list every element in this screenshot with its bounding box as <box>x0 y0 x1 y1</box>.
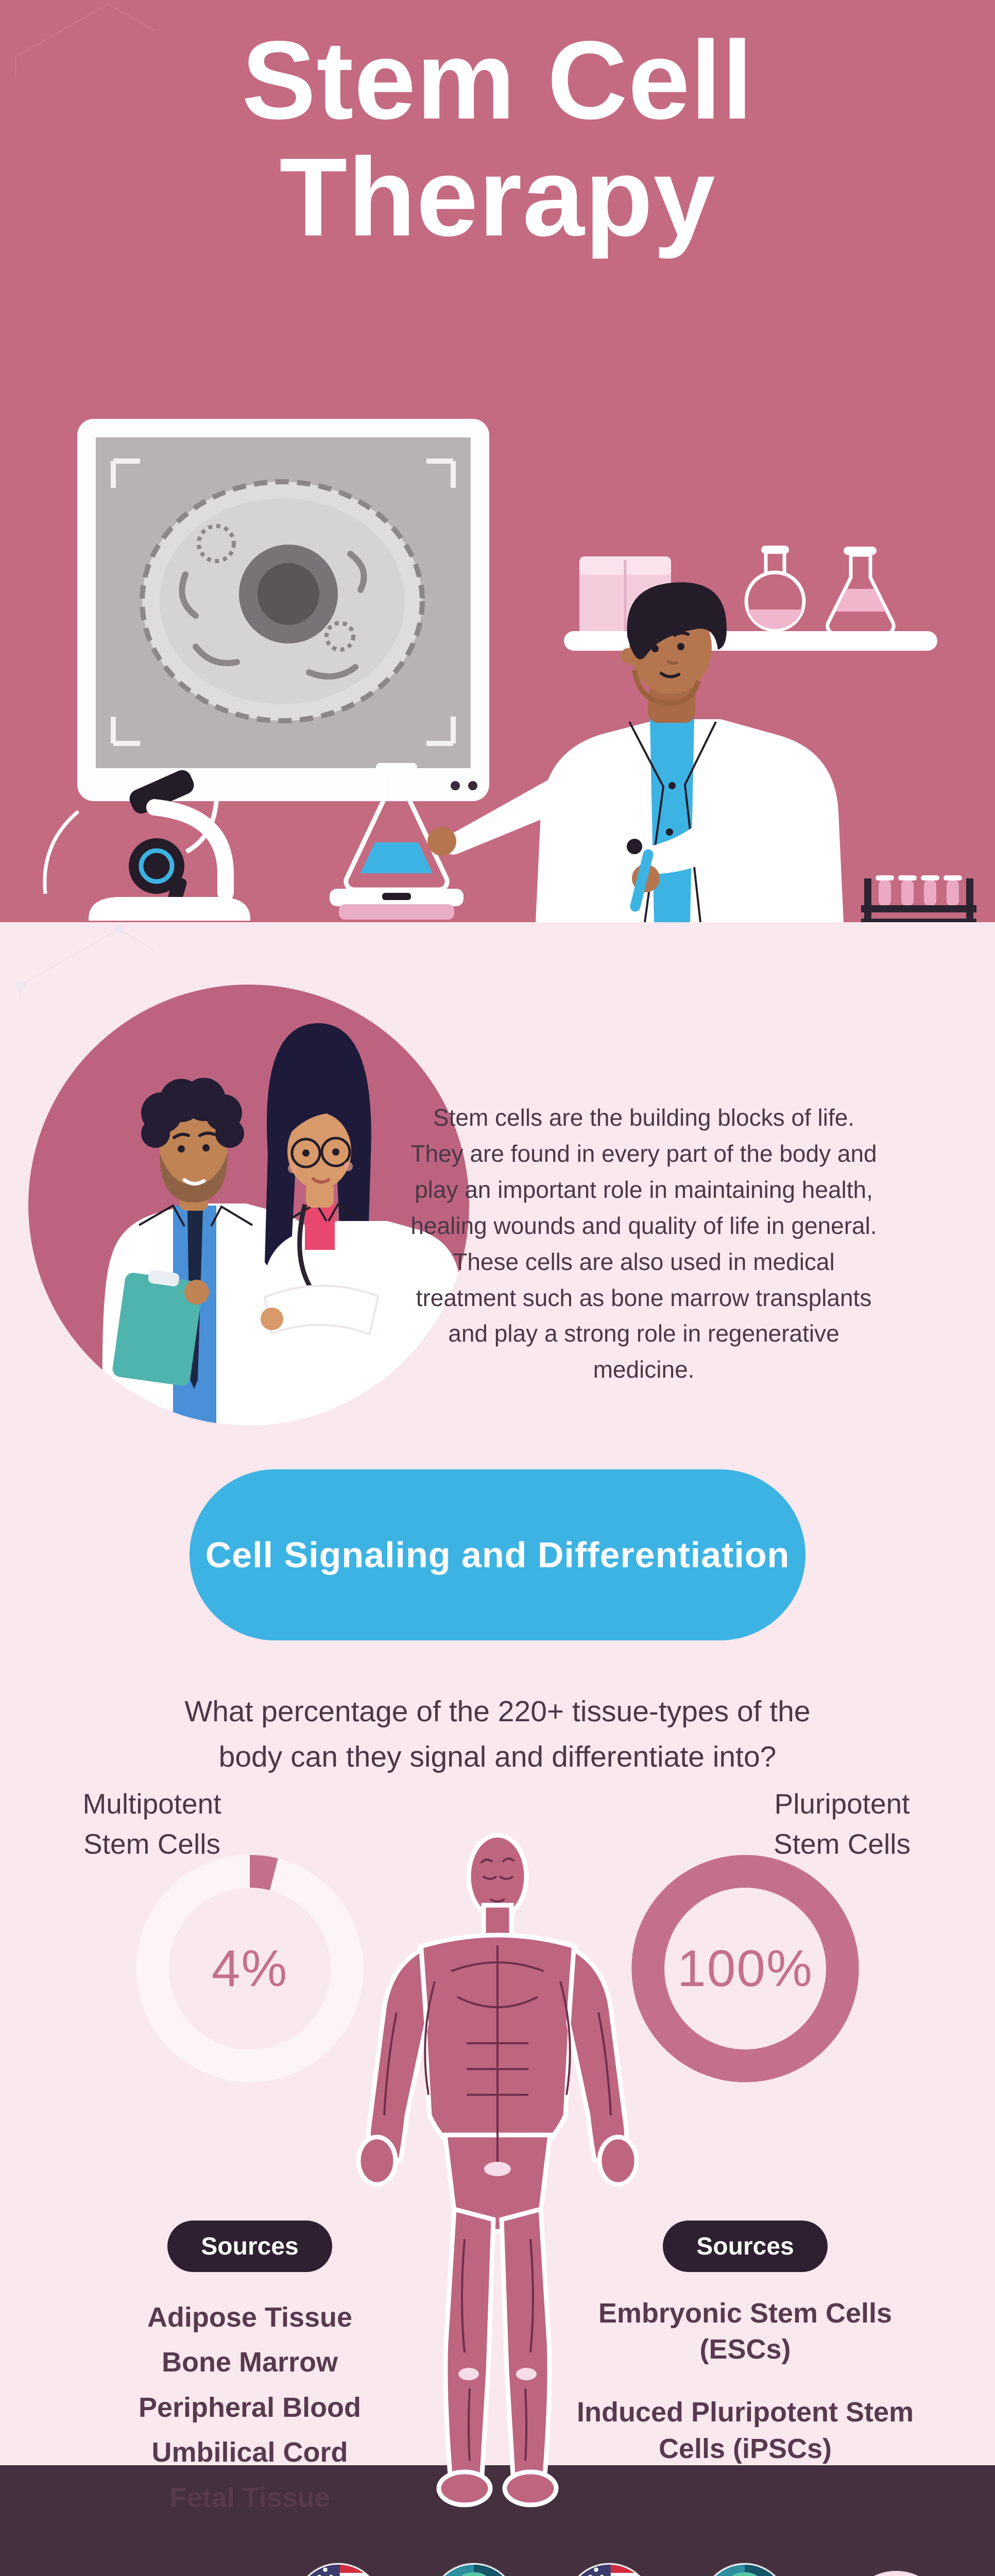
intro-paragraph: Stem cells are the building blocks of li… <box>410 1104 877 1383</box>
page-title-line2: Therapy <box>279 134 716 259</box>
stemaid-logo-icon <box>845 2571 947 2576</box>
section-badge: Cell Signaling and Differentiation <box>190 1469 805 1640</box>
flask-illustration <box>330 763 464 920</box>
intro-section: Stem cells are the building blocks of li… <box>0 922 995 2513</box>
microscope-illustration <box>88 770 251 921</box>
source-item: Umbilical Cord <box>151 2437 348 2468</box>
question-text: What percentage of the 220+ tissue-types… <box>184 1695 811 1774</box>
doctors-illustration <box>28 985 469 1426</box>
comparison-section: Stem Cell TypeFDAFDA Approved*$Covered b… <box>0 2465 995 2576</box>
source-item: Bone Marrow <box>161 2347 338 2378</box>
usa-flag-icon <box>565 2563 653 2576</box>
usa-flag-icon <box>295 2563 382 2576</box>
multipotent-label: Multipotent Stem Cells <box>82 1788 221 1860</box>
shelf-illustration <box>564 546 937 651</box>
source-item: Embryonic Stem Cells (ESCs) <box>598 2298 893 2365</box>
tube-rack-illustration <box>861 875 976 922</box>
page-title-line1: Stem Cell <box>242 18 753 142</box>
lab-illustration <box>43 419 976 922</box>
header-section: Stem Cell Therapy <box>0 0 995 922</box>
source-item: Fetal Tissue <box>169 2482 330 2513</box>
pluripotent-label: Pluripotent Stem Cells <box>774 1788 911 1860</box>
anatomy-figure <box>356 1833 639 2507</box>
page-title: Stem Cell Therapy <box>0 0 995 256</box>
pluripotent-sources-list: Embryonic Stem Cells (ESCs) Induced Pluri… <box>570 2295 920 2494</box>
source-item: Peripheral Blood <box>138 2392 362 2423</box>
pluripotent-percent: 100% <box>677 1939 813 1997</box>
scientist-illustration <box>427 582 844 922</box>
globe-icon <box>701 2563 788 2576</box>
pluripotent-sources-pill: Sources <box>663 2221 828 2272</box>
multipotent-percent: 4% <box>211 1939 288 1997</box>
source-item: Adipose Tissue <box>147 2302 353 2333</box>
pluripotent-donut-chart: 100% <box>624 1847 867 2090</box>
source-item: Induced Pluripotent Stem Cells (iPSCs) <box>576 2397 914 2464</box>
globe-icon <box>430 2563 518 2576</box>
monitor-illustration <box>77 419 489 801</box>
multipotent-donut-chart: 4% <box>128 1847 371 2090</box>
multipotent-sources-pill: Sources <box>167 2221 332 2272</box>
